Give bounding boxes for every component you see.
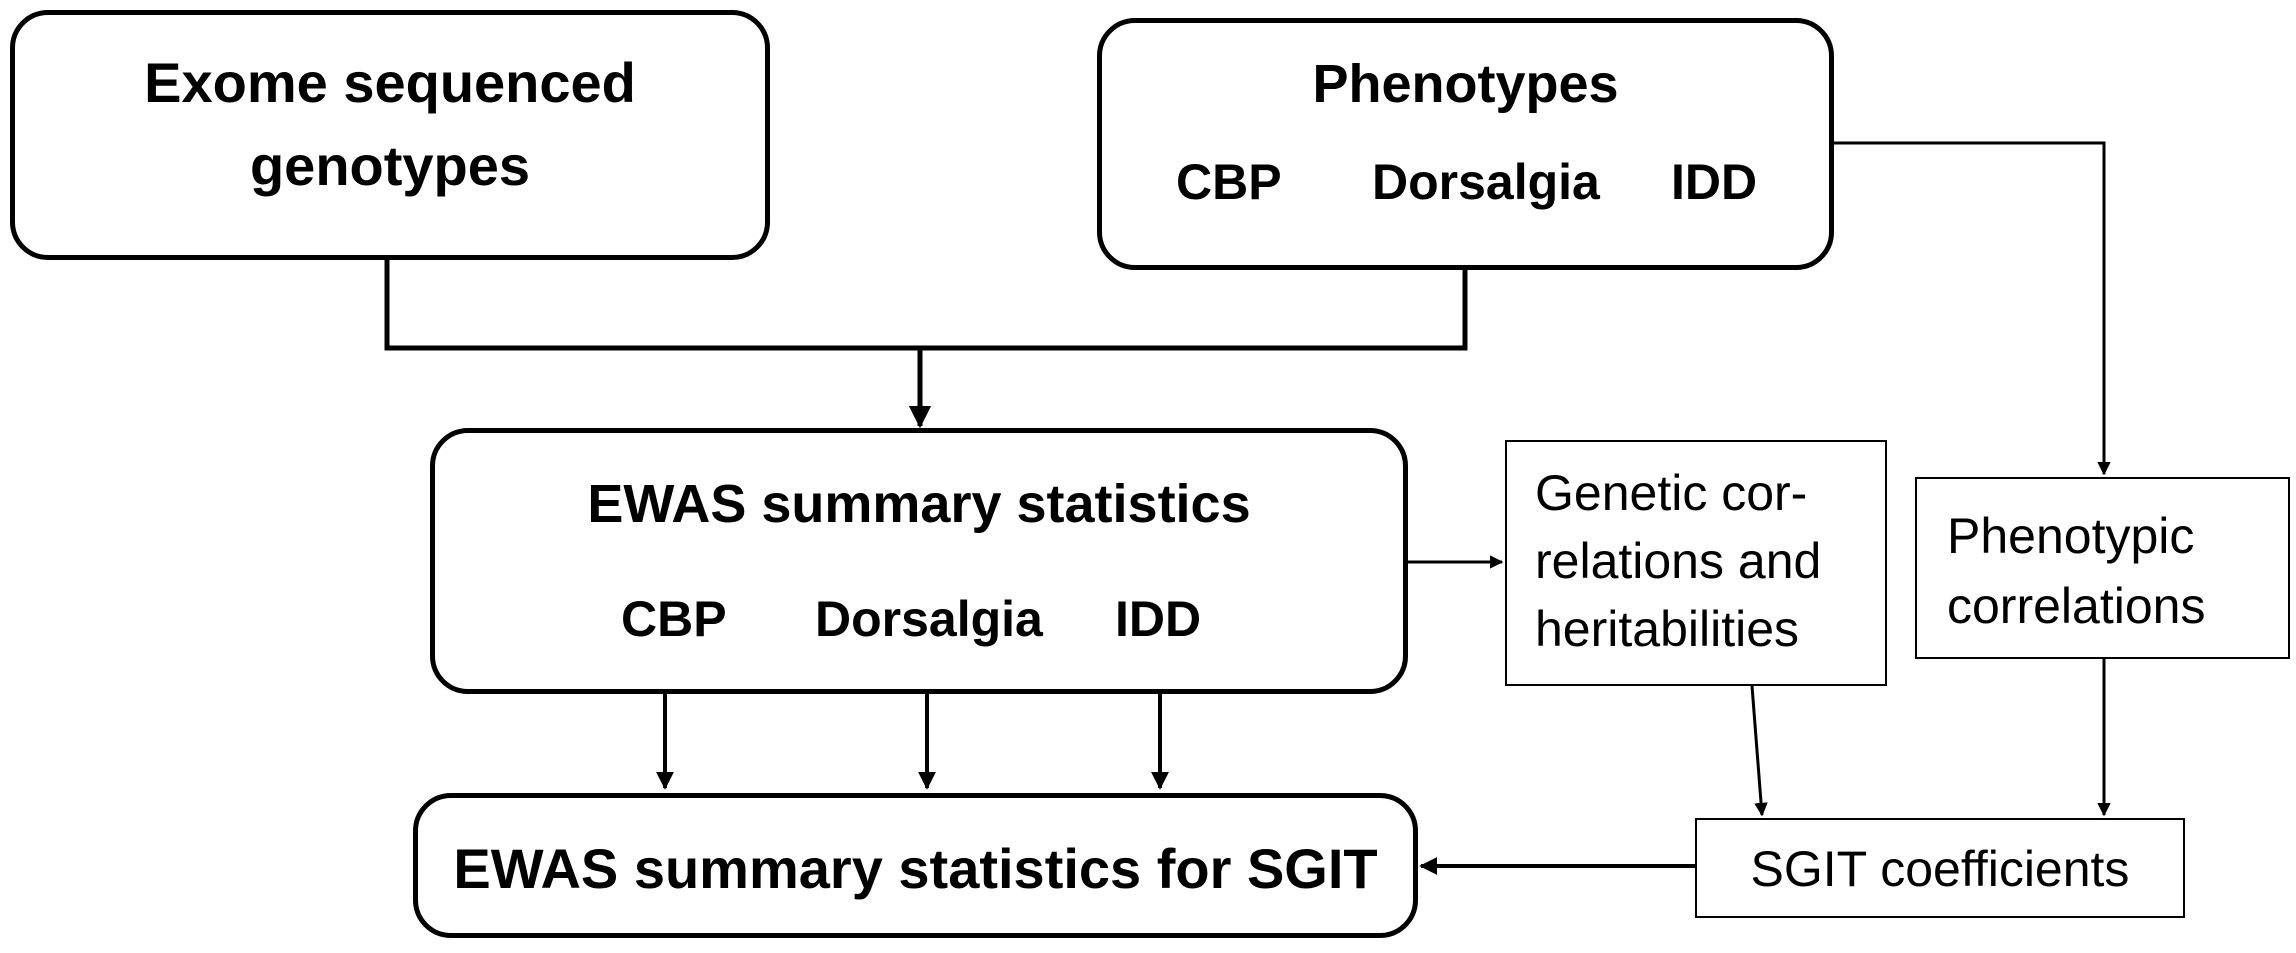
phenotypic-line2: correlations <box>1947 578 2206 634</box>
phenotypic-line1: Phenotypic <box>1947 508 2195 564</box>
connector-phenotypes-to-merge <box>920 270 1468 351</box>
sgit-coefficients-box: SGIT coefficients <box>1695 818 2185 918</box>
arrow-genetic-to-coefficients <box>1750 685 1768 817</box>
ewas-cbp: CBP <box>621 591 727 647</box>
genetic-line3: heritabilities <box>1535 601 1800 657</box>
exome-title-line1: Exome sequenced <box>144 51 636 114</box>
phenotype-idd: IDD <box>1671 154 1758 210</box>
exome-genotypes-box: Exome sequenced genotypes <box>10 10 770 260</box>
phenotype-cbp: CBP <box>1176 154 1282 210</box>
phenotypes-box: Phenotypes CBP Dorsalgia IDD <box>1097 18 1834 270</box>
ewas-sgit-box: EWAS summary statistics for SGIT <box>413 793 1418 938</box>
genetic-line2: relations and <box>1535 533 1822 589</box>
genetic-line1: Genetic cor- <box>1535 465 1808 521</box>
ewas-title: EWAS summary statistics <box>587 474 1251 534</box>
phenotypes-title: Phenotypes <box>1312 54 1619 114</box>
ewas-dorsalgia: Dorsalgia <box>815 591 1043 647</box>
sgit-coefficients-title: SGIT coefficients <box>1750 841 2130 897</box>
ewas-summary-box: EWAS summary statistics CBP Dorsalgia ID… <box>430 428 1408 694</box>
phenotype-dorsalgia: Dorsalgia <box>1372 154 1600 210</box>
connector-exome-to-merge <box>384 260 920 351</box>
arrow-phenotypes-to-phenotypic-correlations <box>1834 141 2111 476</box>
ewas-idd: IDD <box>1115 591 1202 647</box>
genetic-correlations-box: Genetic cor- relations and heritabilitie… <box>1505 440 1887 686</box>
ewas-sgit-title: EWAS summary statistics for SGIT <box>453 837 1378 900</box>
phenotypic-correlations-box: Phenotypic correlations <box>1915 477 2290 659</box>
exome-title-line2: genotypes <box>249 134 531 197</box>
